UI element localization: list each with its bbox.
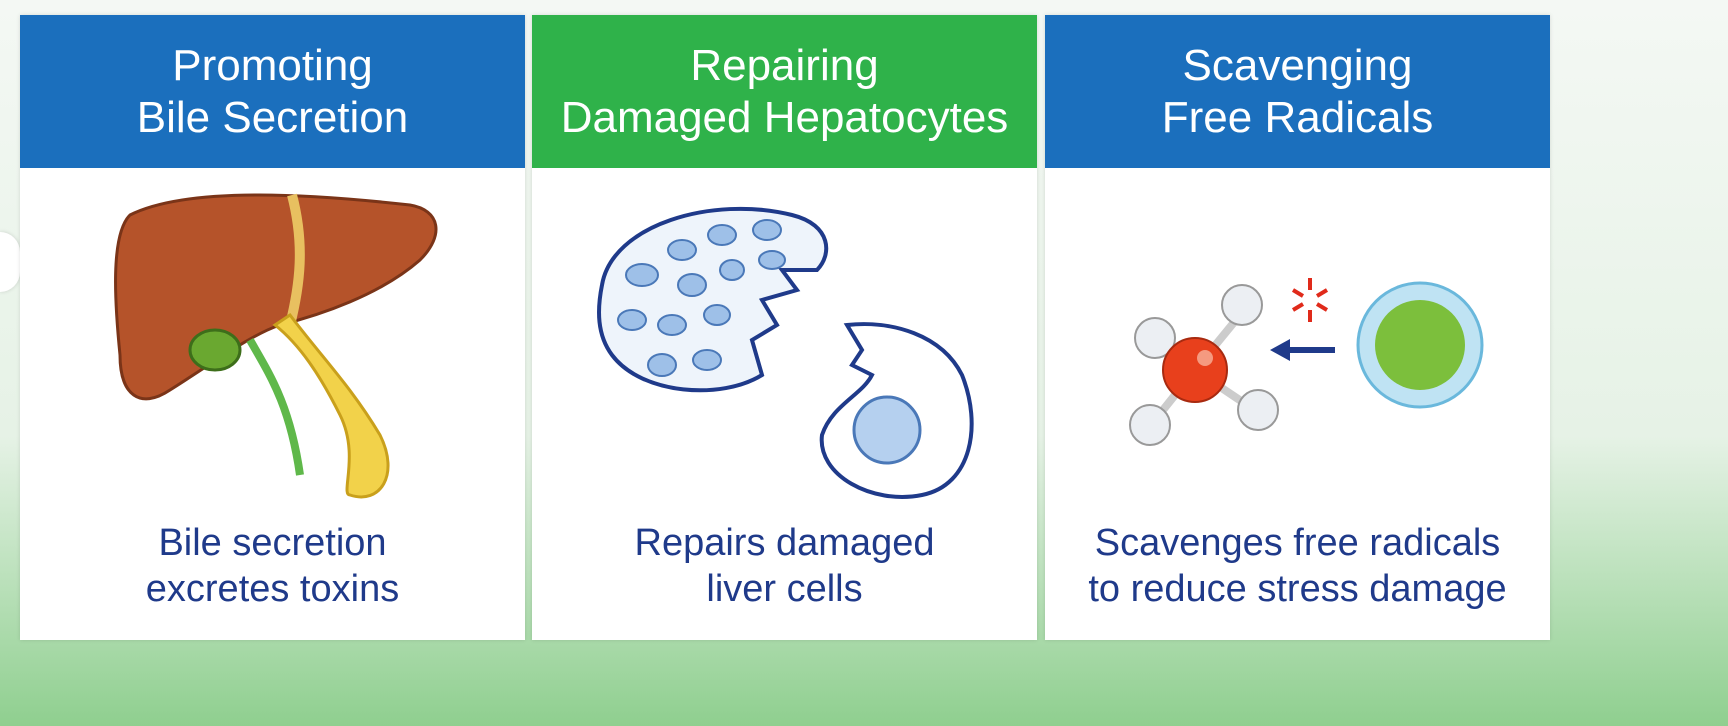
- panel-caption: Scavenges free radicals to reduce stress…: [1045, 520, 1550, 612]
- panel-caption: Repairs damaged liver cells: [532, 520, 1037, 612]
- panel-title-line1: Scavenging: [1182, 40, 1413, 90]
- panel-title-line2: Damaged Hepatocytes: [560, 92, 1009, 142]
- damaged-cell-icon: [597, 206, 974, 499]
- panel-header: Repairing Damaged Hepatocytes: [532, 15, 1037, 168]
- panel-header: Promoting Bile Secretion: [20, 15, 525, 168]
- panel-repairing-hepatocytes: Repairing Damaged Hepatocytes Repairs da…: [532, 15, 1037, 640]
- caption-line2: to reduce stress damage: [1088, 568, 1507, 610]
- panel-header: Scavenging Free Radicals: [1045, 15, 1550, 168]
- panel-caption: Bile secretion excretes toxins: [20, 520, 525, 612]
- caption-line1: Scavenges free radicals: [1094, 522, 1501, 564]
- caption-line2: liver cells: [706, 568, 863, 610]
- panel-bile-secretion: Promoting Bile Secretion Bile secretion …: [20, 15, 525, 640]
- side-tab: [0, 232, 20, 292]
- panel-title-line1: Repairing: [690, 40, 879, 90]
- caption-line2: excretes toxins: [145, 568, 400, 610]
- caption-line1: Repairs damaged: [634, 522, 935, 564]
- panel-title-line2: Bile Secretion: [136, 92, 409, 142]
- panel-scavenging-radicals: Scavenging Free Radicals Scavenges free …: [1045, 15, 1550, 640]
- molecule-antioxidant-icon: [1129, 278, 1484, 446]
- panel-title-line2: Free Radicals: [1161, 92, 1434, 142]
- panel-title-line1: Promoting: [172, 40, 373, 90]
- caption-line1: Bile secretion: [158, 522, 387, 564]
- liver-gallbladder-icon: [114, 193, 438, 499]
